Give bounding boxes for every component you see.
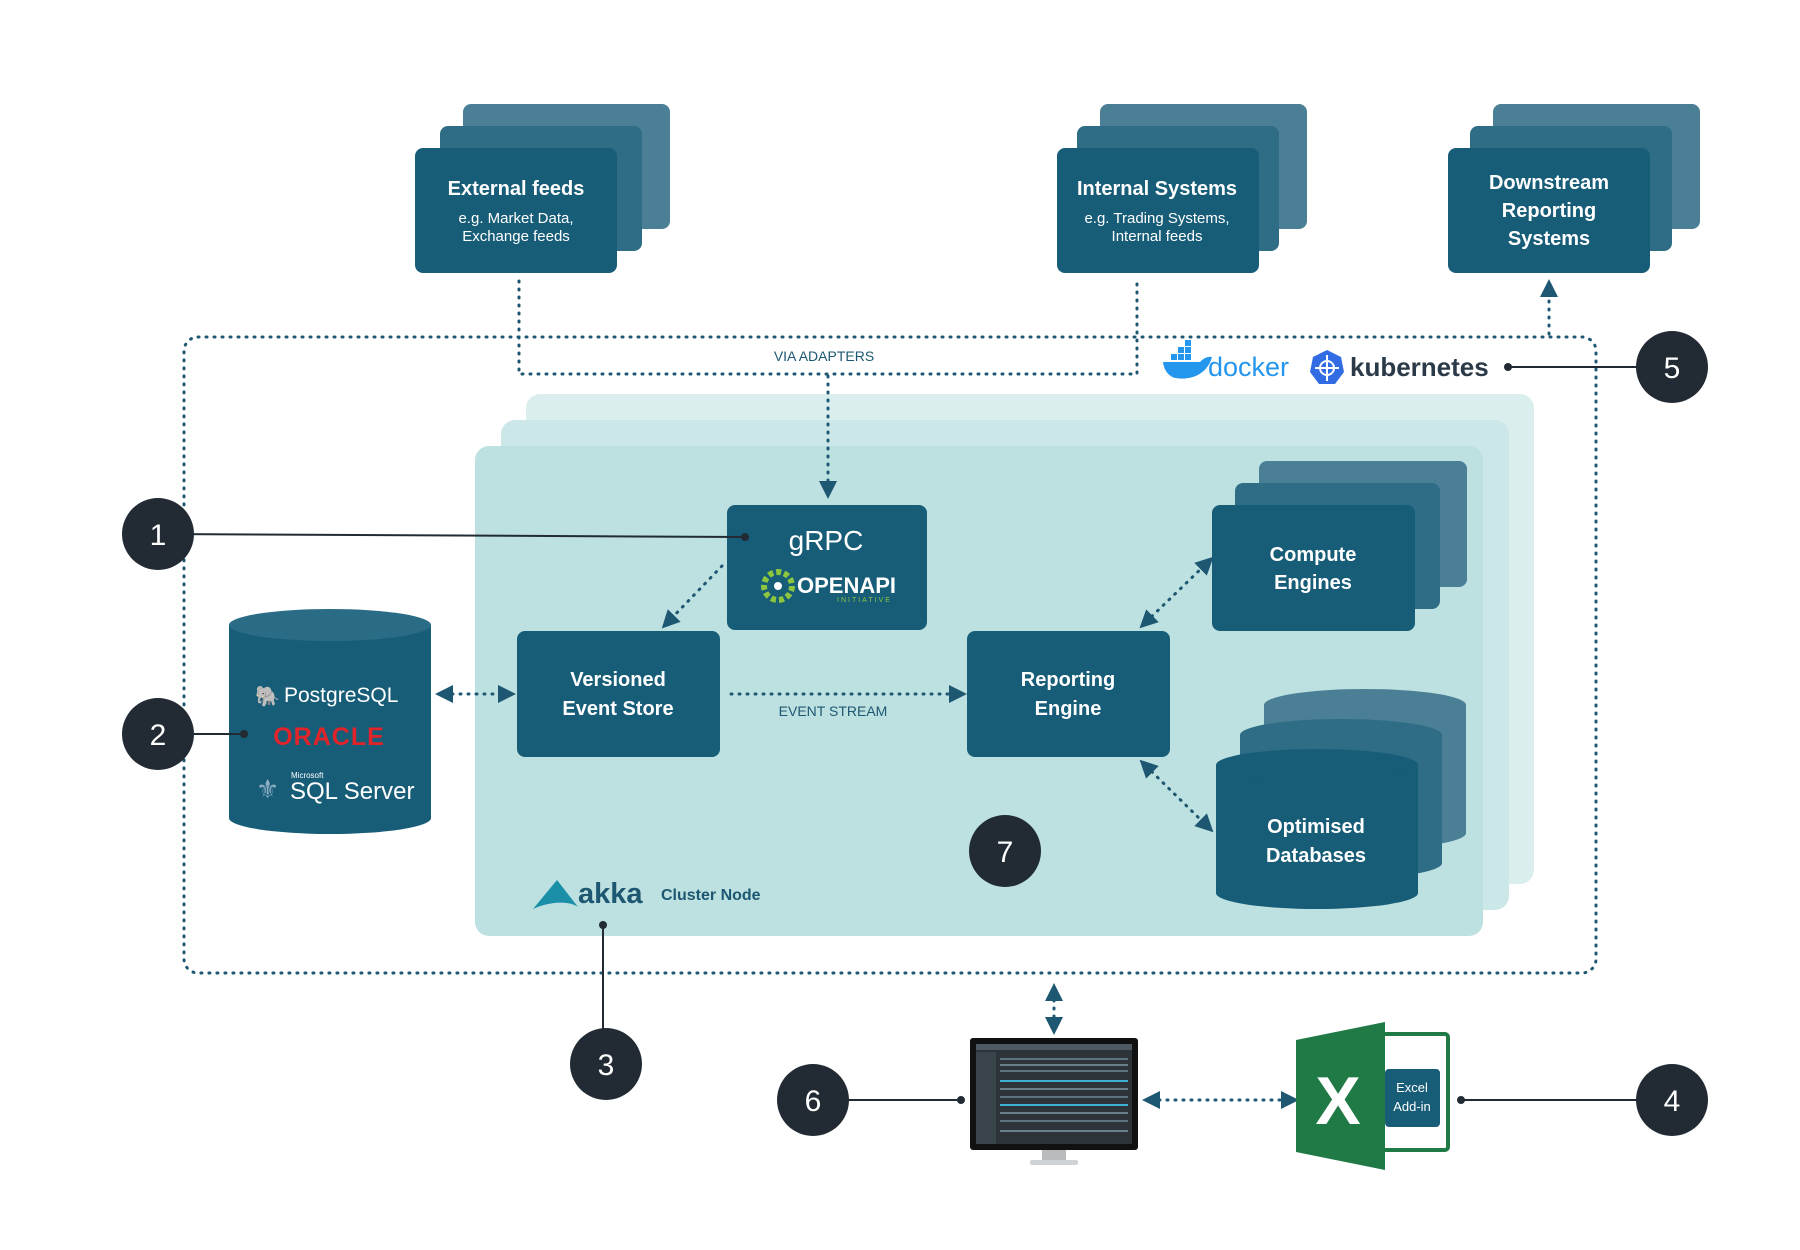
marker-1-label: 1 (150, 519, 167, 552)
marker-4-label: 4 (1664, 1085, 1681, 1118)
external-feeds-sub2: Exchange feeds (462, 228, 570, 245)
akka-label: akka (578, 878, 643, 910)
optimised-db-line1: Optimised (1267, 816, 1365, 838)
postgresql-label: PostgreSQL (284, 684, 398, 707)
marker-5-label: 5 (1664, 352, 1681, 385)
oracle-label: ORACLE (273, 723, 385, 751)
grpc-to-eventstore-arrow (661, 564, 724, 629)
reporting-engine-line1: Reporting (1021, 669, 1115, 691)
event-store-box: Versioned Event Store (517, 631, 720, 757)
deployment-boundary (182, 335, 1598, 975)
marker-1: 1 (122, 498, 194, 570)
optimised-db-line2: Databases (1266, 845, 1366, 867)
downstream-line1: Downstream (1489, 172, 1609, 194)
marker-2-label: 2 (150, 719, 167, 752)
compute-engines-box: Compute Engines (1212, 461, 1467, 631)
openapi-initiative-label: INITIATIVE (837, 597, 892, 604)
postgresql-logo: 🐘 PostgreSQL (255, 684, 398, 708)
marker-4: 4 (1636, 1064, 1708, 1136)
grpc-label: gRPC (789, 525, 864, 556)
sql-server-label: SQL Server (290, 778, 415, 805)
event-store-line2: Event Store (562, 698, 673, 720)
sql-server-logo: ⚜ Microsoft SQL Server (256, 771, 415, 805)
excel-icon: X Excel Add-in (1296, 1022, 1450, 1170)
compute-engines-line1: Compute (1270, 544, 1357, 566)
feeds-connector (517, 279, 1139, 376)
cluster-node-label: Cluster Node (661, 887, 761, 904)
sql-microsoft-label: Microsoft (291, 771, 324, 780)
marker-1-leader (157, 533, 746, 538)
external-feeds-title: External feeds (448, 178, 585, 200)
marker-2-dot (240, 730, 248, 738)
internal-systems-sub2: Internal feeds (1112, 228, 1203, 245)
openapi-label: OPENAPI (797, 573, 896, 598)
via-adapters-label: VIA ADAPTERS (774, 348, 874, 364)
kubernetes-logo: kubernetes (1310, 350, 1489, 384)
excel-letter: X (1315, 1063, 1360, 1139)
internal-systems-sub1: e.g. Trading Systems, (1084, 210, 1229, 227)
marker-6-dot (957, 1096, 965, 1104)
marker-7: 7 (969, 815, 1041, 887)
docker-whale-icon (1163, 340, 1212, 379)
postgres-elephant-icon: 🐘 (255, 684, 280, 708)
monitor-icon (970, 1038, 1138, 1165)
akka-icon (533, 880, 578, 909)
reporting-engine-box: Reporting Engine (967, 631, 1170, 757)
relational-database: 🐘 PostgreSQL ORACLE ⚜ Microsoft SQL Serv… (229, 609, 431, 834)
docker-label: docker (1208, 352, 1289, 382)
marker-5: 5 (1636, 331, 1708, 403)
marker-6-label: 6 (805, 1085, 822, 1118)
external-feeds-box: External feeds e.g. Market Data, Exchang… (415, 104, 670, 273)
reporting-compute-arrow (1139, 556, 1214, 629)
marker-7-label: 7 (997, 836, 1014, 869)
internal-systems-box: Internal Systems e.g. Trading Systems, I… (1057, 104, 1307, 273)
optimised-databases: Optimised Databases (1216, 689, 1466, 909)
event-store-line1: Versioned (570, 669, 666, 691)
internal-systems-title: Internal Systems (1077, 178, 1237, 200)
marker-4-dot (1457, 1096, 1465, 1104)
downstream-line3: Systems (1508, 228, 1590, 250)
marker-5-dot (1504, 363, 1512, 371)
reporting-db-arrow (1139, 759, 1214, 833)
marker-1-dot (741, 533, 749, 541)
reporting-engine-line2: Engine (1035, 698, 1102, 720)
excel-addin-line1: Excel (1396, 1080, 1428, 1095)
marker-2: 2 (122, 698, 194, 770)
downstream-line2: Reporting (1502, 200, 1596, 222)
external-feeds-sub1: e.g. Market Data, (458, 210, 573, 227)
event-stream-label: EVENT STREAM (779, 703, 888, 719)
akka-logo: akka Cluster Node (533, 878, 761, 910)
sql-server-icon: ⚜ (256, 775, 279, 805)
kubernetes-helm-icon (1310, 350, 1344, 384)
marker-3: 3 (570, 1028, 642, 1100)
marker-3-label: 3 (598, 1049, 615, 1082)
marker-3-dot (599, 921, 607, 929)
marker-6: 6 (777, 1064, 849, 1136)
openapi-icon (761, 569, 795, 603)
kubernetes-label: kubernetes (1350, 352, 1489, 382)
api-gateway-box: gRPC OPENAPI INITIATIVE (727, 505, 927, 630)
compute-engines-line2: Engines (1274, 572, 1352, 594)
downstream-reporting-box: Downstream Reporting Systems (1448, 104, 1700, 273)
excel-addin-line2: Add-in (1393, 1099, 1431, 1114)
docker-logo: docker (1163, 340, 1289, 382)
